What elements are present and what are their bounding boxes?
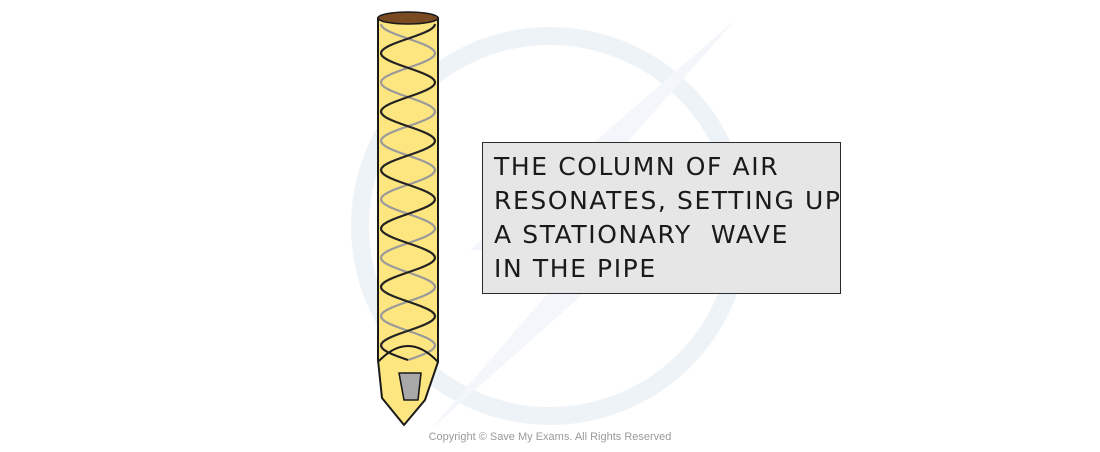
stationary-wave-front-strand: [379, 23, 437, 362]
callout-line: A STATIONARY WAVE: [494, 220, 790, 249]
explanation-callout: THE COLUMN OF AIR RESONATES, SETTING UP …: [482, 142, 841, 294]
pipe-top-opening: [377, 11, 439, 25]
mouthpiece-lip: [377, 345, 439, 363]
mouthpiece-slot: [398, 372, 422, 401]
callout-line: RESONATES, SETTING UP: [494, 186, 842, 215]
callout-line: THE COLUMN OF AIR: [494, 152, 780, 181]
stationary-wave-back-strand: [379, 23, 437, 362]
callout-line: IN THE PIPE: [494, 254, 657, 283]
copyright-notice: Copyright © Save My Exams. All Rights Re…: [428, 431, 672, 443]
